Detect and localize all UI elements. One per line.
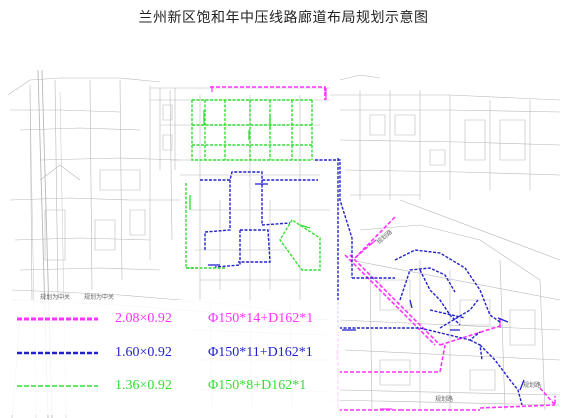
legend-spec-magenta: Φ150*14+D162*1 bbox=[208, 311, 314, 326]
corridor-green-ticks bbox=[189, 110, 311, 229]
map-title: 兰州新区饱和年中压线路廊道布局规划示意图 bbox=[138, 10, 429, 26]
legend-value-green: 1.36×0.92 bbox=[115, 378, 172, 393]
legend-spec-blue: Φ150*11+D162*1 bbox=[208, 345, 313, 360]
corridor-blue bbox=[200, 158, 523, 406]
map-label: 规划路 bbox=[523, 382, 542, 389]
legend-spec-green: Φ150*8+D162*1 bbox=[208, 378, 307, 393]
legend-value-magenta: 2.08×0.92 bbox=[115, 311, 172, 326]
map-label: 规划为中关 bbox=[84, 294, 115, 301]
corridor-blue-ticks bbox=[208, 183, 525, 391]
corridor-green bbox=[185, 99, 321, 271]
legend-value-blue: 1.60×0.92 bbox=[115, 345, 172, 360]
legend-backdrop bbox=[10, 300, 340, 415]
map-label: 规划路 bbox=[435, 396, 454, 403]
map-label: 规划为中关 bbox=[40, 294, 71, 301]
